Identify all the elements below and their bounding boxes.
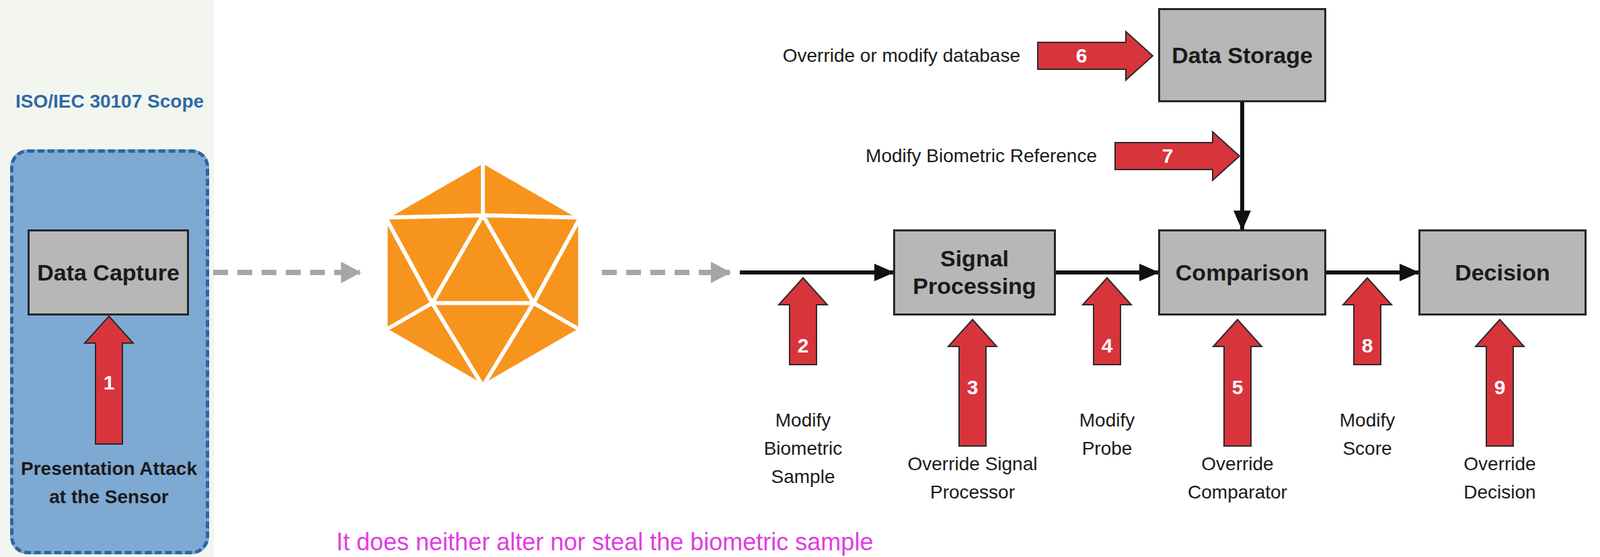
attack-arrow xyxy=(1115,131,1240,181)
box-label: Comparison xyxy=(1175,258,1309,287)
side-ground xyxy=(0,0,214,557)
callout-number: 8 xyxy=(1350,333,1385,358)
callout-number: 7 xyxy=(1150,143,1185,169)
icosahedron-face xyxy=(385,161,580,387)
attack-label: Override Signal Processor xyxy=(886,449,1059,507)
callout-number: 4 xyxy=(1090,333,1124,358)
box-label: Data Storage xyxy=(1171,41,1313,70)
box-label: Signal Processing xyxy=(901,244,1048,300)
storage-box: Data Storage xyxy=(1158,8,1327,103)
icosahedron-edge xyxy=(432,215,535,304)
attack-arrow xyxy=(84,316,134,444)
box-label: Decision xyxy=(1454,258,1551,287)
callout-number: 1 xyxy=(92,370,126,395)
scope-heading: ISO/IEC 30107 Scope xyxy=(10,90,210,113)
box-label: Data Capture xyxy=(36,258,180,287)
connector-line xyxy=(1055,270,1159,275)
callout-number: 3 xyxy=(955,375,990,400)
attack-label: Modify Score xyxy=(1326,406,1408,463)
attack-arrow xyxy=(1213,319,1262,446)
attack-arrow xyxy=(1475,319,1525,446)
attack-label: Override or modify database xyxy=(712,41,1021,70)
flow-connector xyxy=(1055,272,1159,274)
callout-number: 9 xyxy=(1482,375,1517,400)
attack-label: Modify Biometric Sample xyxy=(745,406,861,491)
attack-arrow xyxy=(1082,277,1132,365)
process-box: Comparison xyxy=(1158,229,1327,316)
attack-arrow xyxy=(948,319,997,446)
caption: It does neither alter nor steal the biom… xyxy=(336,528,873,556)
connector-line xyxy=(739,270,894,275)
attack-label: Modify Biometric Reference xyxy=(780,141,1097,171)
connector-line xyxy=(1240,102,1245,230)
flow-connector xyxy=(1326,272,1419,274)
dashed-connector xyxy=(601,269,730,276)
flow-connector xyxy=(188,272,894,274)
flow-connector xyxy=(1242,102,1243,230)
attack-label: Override Decision xyxy=(1445,449,1554,507)
attack-arrow xyxy=(1037,31,1153,81)
callout-number: 6 xyxy=(1064,43,1099,68)
process-box: Data Capture xyxy=(27,229,189,316)
attack-label: Presentation Attack at the Sensor xyxy=(17,454,201,512)
icosahedron-edge xyxy=(385,161,580,387)
attack-label: Modify Probe xyxy=(1066,406,1148,463)
attack-label: Override Comparator xyxy=(1176,449,1299,507)
icosahedron-icon xyxy=(385,161,580,387)
attack-arrow xyxy=(1343,277,1392,365)
callout-number: 2 xyxy=(786,333,820,358)
attack-arrow xyxy=(778,277,828,365)
process-box: Signal Processing xyxy=(893,229,1056,316)
connector-line xyxy=(1326,270,1419,275)
callout-number: 5 xyxy=(1220,375,1255,400)
dashed-connector xyxy=(188,269,360,276)
process-box: Decision xyxy=(1418,229,1587,316)
